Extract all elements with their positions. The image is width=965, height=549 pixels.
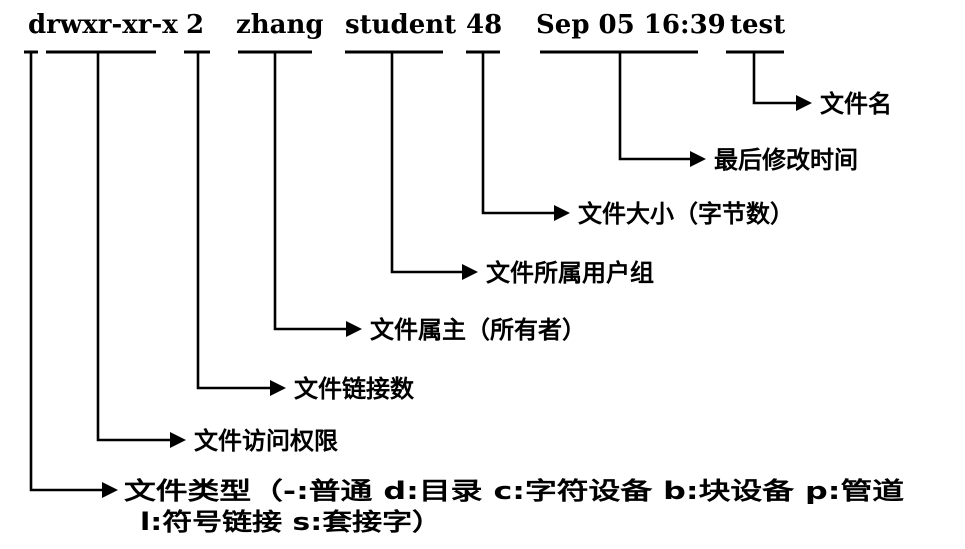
- arrowheads: [102, 95, 812, 498]
- connector-links: [196, 52, 270, 390]
- connector-type: [29, 52, 102, 492]
- label-perm: 文件访问权限: [194, 427, 338, 455]
- arrow-links: [270, 380, 286, 396]
- labels: 文件名 最后修改时间 文件大小（字节数） 文件所属用户组 文件属主（所有者） 文…: [124, 90, 904, 536]
- field-mtime: Sep 05 16:39: [536, 10, 726, 40]
- connector-name: [752, 52, 796, 105]
- connector-size: [481, 52, 554, 215]
- field-size: 48: [466, 10, 502, 40]
- arrow-size: [554, 205, 570, 221]
- field-owner: zhang: [236, 10, 324, 40]
- field-link-count: 2: [186, 10, 204, 40]
- connectors: [29, 52, 796, 492]
- label-owner: 文件属主（所有者）: [370, 316, 586, 344]
- arrow-name: [796, 95, 812, 111]
- label-group: 文件所属用户组: [486, 259, 654, 287]
- field-permissions: drwxr-xr-x: [28, 10, 178, 40]
- label-type-line1: 文件类型（-:普通 d:目录 c:字符设备 b:块设备 p:管道: [124, 477, 904, 505]
- field-group: student: [345, 10, 456, 40]
- label-links: 文件链接数: [294, 375, 415, 403]
- connector-group: [390, 52, 462, 274]
- connector-mtime: [618, 52, 690, 161]
- label-name: 文件名: [820, 90, 892, 118]
- label-type-line2: l:符号链接 s:套接字）: [140, 508, 442, 536]
- connector-perm: [96, 52, 170, 442]
- label-mtime: 最后修改时间: [714, 146, 858, 174]
- arrow-owner: [346, 321, 362, 337]
- arrow-group: [462, 264, 478, 280]
- field-row: drwxr-xr-x 2 zhang student 48 Sep 05 16:…: [28, 10, 785, 40]
- field-name: test: [730, 10, 785, 40]
- connector-owner: [273, 52, 346, 331]
- arrow-perm: [170, 432, 186, 448]
- arrow-mtime: [690, 151, 706, 167]
- arrow-type: [102, 482, 118, 498]
- label-size: 文件大小（字节数）: [578, 200, 794, 228]
